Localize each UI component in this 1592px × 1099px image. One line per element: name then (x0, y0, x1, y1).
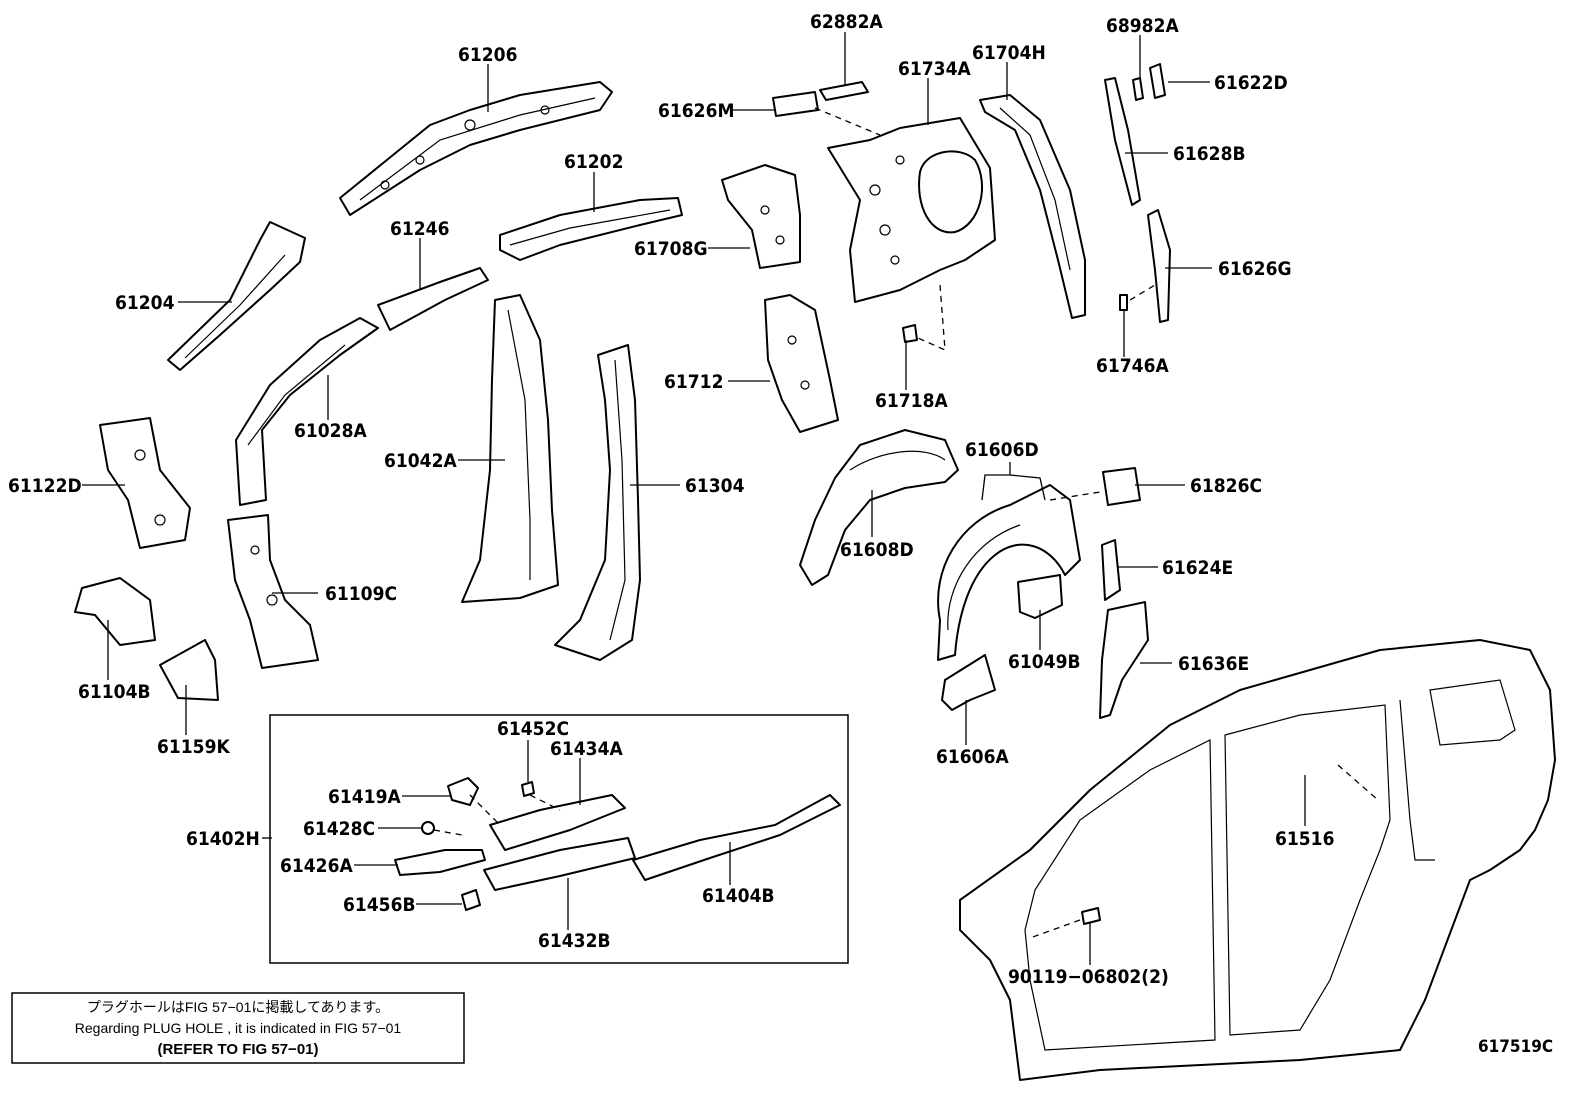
label-61624E[interactable]: 61624E (1162, 557, 1233, 579)
part-61028A-shape[interactable] (235, 317, 379, 506)
part-61626G-shape[interactable] (1147, 209, 1171, 323)
part-body-side-outer-shape[interactable] (959, 639, 1556, 1081)
part-61746A-shape[interactable] (1119, 294, 1128, 311)
label-61402H[interactable]: 61402H (186, 828, 260, 850)
part-61628B-shape[interactable] (1104, 77, 1141, 206)
part-61704H-shape[interactable] (979, 94, 1086, 319)
part-61434A-shape[interactable] (489, 794, 626, 851)
part-61304-shape[interactable] (554, 344, 641, 661)
label-68982A[interactable]: 68982A (1106, 15, 1179, 37)
part-61122D-shape[interactable] (99, 417, 191, 549)
part-61626M-shape[interactable] (772, 91, 819, 117)
part-61622D-shape[interactable] (1149, 63, 1166, 99)
label-61628B[interactable]: 61628B (1173, 143, 1246, 165)
part-61049B-shape[interactable] (1017, 574, 1063, 619)
label-61626M[interactable]: 61626M (658, 100, 734, 122)
part-62882A-shape[interactable] (819, 81, 869, 101)
figure-code: 617519C (1478, 1037, 1553, 1057)
label-61202[interactable]: 61202 (564, 151, 623, 173)
label-61426A[interactable]: 61426A (280, 855, 353, 877)
label-61419A[interactable]: 61419A (328, 786, 401, 808)
label-61606A[interactable]: 61606A (936, 746, 1009, 768)
label-61028A[interactable]: 61028A (294, 420, 367, 442)
part-61636E-shape[interactable] (1099, 601, 1149, 719)
part-61109C-shape[interactable] (227, 514, 319, 669)
label-61246[interactable]: 61246 (390, 218, 449, 240)
part-61206-shape[interactable] (339, 81, 613, 216)
label-61432B[interactable]: 61432B (538, 930, 611, 952)
label-61608D[interactable]: 61608D (840, 539, 914, 561)
label-61636E[interactable]: 61636E (1178, 653, 1249, 675)
part-61202-shape[interactable] (499, 197, 683, 261)
part-61428C-shape[interactable] (421, 821, 435, 835)
label-61456B[interactable]: 61456B (343, 894, 416, 916)
part-61712-shape[interactable] (764, 294, 839, 433)
part-61419A-shape[interactable] (447, 777, 479, 806)
label-61434A[interactable]: 61434A (550, 738, 623, 760)
label-61159K[interactable]: 61159K (157, 736, 230, 758)
label-61826C[interactable]: 61826C (1190, 475, 1262, 497)
group-61402H-frame (269, 714, 849, 964)
label-61049B[interactable]: 61049B (1008, 651, 1081, 673)
part-61404B-shape[interactable] (632, 794, 841, 881)
label-61304[interactable]: 61304 (685, 475, 745, 497)
label-61746A[interactable]: 61746A (1096, 355, 1169, 377)
label-61206[interactable]: 61206 (458, 44, 517, 66)
part-61246-shape[interactable] (377, 267, 489, 331)
label-61626G[interactable]: 61626G (1218, 258, 1292, 280)
part-61432B-shape[interactable] (483, 837, 636, 891)
label-61204[interactable]: 61204 (115, 292, 175, 314)
part-61624E-shape[interactable] (1101, 539, 1121, 601)
leader-lines (82, 32, 1306, 965)
note-line-japanese: プラグホールはFIG 57−01に掲載してあります。 (87, 999, 389, 1015)
part-61734A-shape[interactable] (827, 117, 996, 303)
plug-hole-note: プラグホールはFIG 57−01に掲載してあります。 Regarding PLU… (11, 992, 465, 1064)
label-61712[interactable]: 61712 (664, 371, 723, 393)
label-61734A[interactable]: 61734A (898, 58, 971, 80)
label-61428C[interactable]: 61428C (303, 818, 375, 840)
label-61622D[interactable]: 61622D (1214, 72, 1288, 94)
label-61404B[interactable]: 61404B (702, 885, 775, 907)
note-box (11, 992, 465, 1064)
part-61456B-shape[interactable] (461, 889, 481, 911)
part-61204-shape[interactable] (167, 221, 306, 371)
label-61452C[interactable]: 61452C (497, 718, 569, 740)
label-61122D[interactable]: 61122D (8, 475, 82, 497)
part-61426A-shape[interactable] (394, 849, 486, 876)
label-61516[interactable]: 61516 (1275, 828, 1334, 850)
part-61708G-shape[interactable] (721, 164, 801, 269)
part-61452C-shape[interactable] (521, 781, 535, 797)
label-61718A[interactable]: 61718A (875, 390, 948, 412)
note-line-english: Regarding PLUG HOLE , it is indicated in… (75, 1020, 402, 1036)
label-61606D[interactable]: 61606D (965, 439, 1039, 461)
part-61608D-shape[interactable] (799, 429, 959, 586)
part-90119-06802-shape[interactable] (1081, 907, 1101, 925)
part-61606D-shape[interactable] (937, 484, 1081, 661)
part-61159K-shape[interactable] (159, 639, 219, 701)
label-61704H[interactable]: 61704H (972, 42, 1046, 64)
part-61826C-shape[interactable] (1102, 467, 1141, 506)
part-61042A-shape[interactable] (461, 294, 559, 603)
label-62882A[interactable]: 62882A (810, 11, 883, 33)
part-61606A-shape[interactable] (941, 654, 996, 711)
label-61042A[interactable]: 61042A (384, 450, 457, 472)
label-90119-06802[interactable]: 90119−06802(2) (1008, 966, 1169, 988)
label-61708G[interactable]: 61708G (634, 238, 708, 260)
part-61104B-shape[interactable] (74, 577, 156, 646)
label-61104B[interactable]: 61104B (78, 681, 151, 703)
label-61109C[interactable]: 61109C (325, 583, 397, 605)
part-61718A-shape[interactable] (902, 324, 918, 343)
note-line-refer: (REFER TO FIG 57−01) (157, 1041, 318, 1058)
dashed-relation-lines (433, 107, 1379, 939)
part-68982A-shape[interactable] (1132, 77, 1144, 101)
